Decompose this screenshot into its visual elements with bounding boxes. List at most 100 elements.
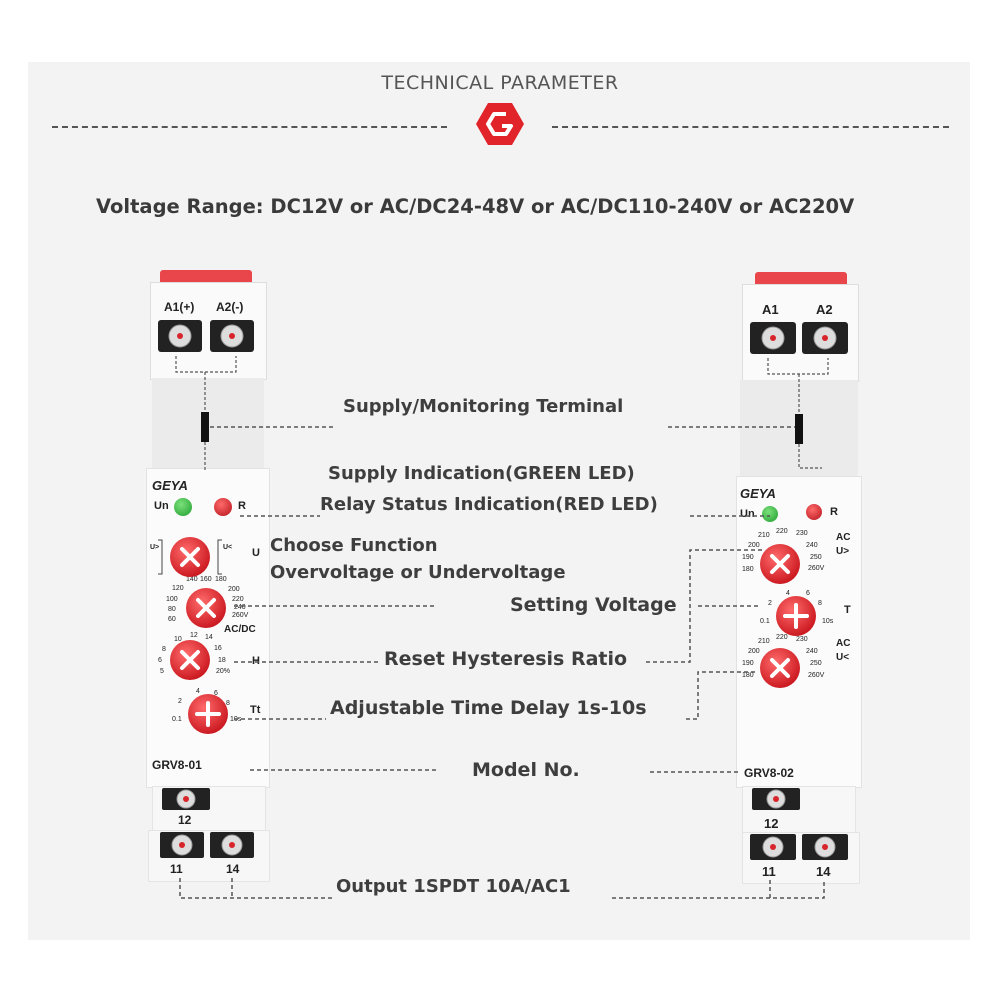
left-dial-h-mark: 8 — [162, 646, 166, 653]
left-terminal-a1-label: A1(+) — [164, 300, 195, 314]
left-dial-t-mark: 10s — [230, 716, 242, 723]
right-terminal-12-label: 12 — [764, 816, 779, 831]
right-dial-t-mark: 4 — [786, 590, 790, 597]
left-dial-t-mark: 2 — [178, 698, 182, 705]
right-dial-t-label: T — [844, 604, 851, 616]
left-dial-u-under-mark: U< — [223, 544, 233, 551]
left-dial-v-mark: 100 — [166, 596, 178, 603]
voltage-range-text: Voltage Range: DC12V or AC/DC24-48V or A… — [96, 195, 855, 218]
left-dial-t-label: Tt — [250, 704, 261, 716]
right-dial-over-label: AC — [836, 532, 851, 543]
right-red-led — [806, 504, 822, 520]
right-model-label: GRV8-02 — [744, 766, 794, 780]
left-terminal-12-label: 12 — [178, 813, 192, 827]
right-terminal-a2-screw — [802, 322, 848, 354]
right-dial-t-mark: 8 — [818, 600, 822, 607]
left-terminal-11-screw — [160, 832, 204, 858]
left-dial-v-mark: 240 — [234, 604, 246, 611]
left-dial-v-mark: 200 — [228, 586, 240, 593]
callout-supply-indication: Supply Indication(GREEN LED) — [328, 463, 635, 484]
callout-model-no: Model No. — [472, 759, 580, 781]
right-front-face — [736, 476, 862, 788]
left-dial-u-label: U — [252, 547, 260, 559]
right-top-cap — [755, 272, 847, 286]
left-terminal-11-label: 11 — [170, 862, 183, 876]
right-terminal-11-label: 11 — [762, 864, 776, 879]
left-red-led — [214, 498, 232, 516]
left-led-r-label: R — [238, 500, 246, 512]
right-led-un-label: Un — [740, 508, 755, 520]
left-dial-h-label: H — [252, 655, 260, 667]
left-dial-h-mark: 5 — [160, 668, 164, 675]
right-dial-under-sub: U< — [836, 652, 850, 663]
left-led-un-label: Un — [154, 500, 169, 512]
left-dial-v-mark: 160 — [200, 576, 212, 583]
left-body-upper — [152, 378, 264, 468]
right-dial-over-mark: 200 — [748, 542, 760, 549]
left-dial-v-mark: 260V — [232, 612, 249, 619]
right-dial-over-mark: 230 — [796, 530, 808, 537]
left-top-cap — [160, 270, 252, 284]
left-dial-h-mark: 14 — [205, 634, 213, 641]
left-dial-v-mark: 80 — [168, 606, 176, 613]
left-terminal-14-label: 14 — [226, 862, 240, 876]
right-dial-t-mark: 6 — [806, 590, 810, 597]
callout-setting-voltage: Setting Voltage — [510, 594, 677, 616]
left-dial-v-mark: 60 — [168, 616, 176, 623]
right-terminal-14-screw — [802, 834, 848, 860]
left-dial-v-label: AC/DC — [224, 624, 256, 635]
right-dial-over-mark: 210 — [758, 532, 770, 539]
callout-relay-status: Relay Status Indication(RED LED) — [320, 494, 658, 515]
right-terminal-a1-label: A1 — [762, 302, 779, 317]
right-terminal-14-label: 14 — [816, 864, 831, 879]
left-dial-h-mark: 20% — [216, 668, 231, 675]
left-dial-v-mark: 140 — [186, 576, 198, 583]
left-dial-u-over-mark: U> — [150, 544, 160, 551]
left-green-led — [174, 498, 192, 516]
header-divider-left — [52, 126, 447, 128]
right-dial-under-mark: 240 — [806, 648, 818, 655]
right-dial-under-mark: 180 — [742, 672, 754, 679]
left-dial-h-mark: 6 — [158, 657, 162, 664]
right-body-upper — [740, 380, 858, 476]
left-terminal-14-screw — [210, 832, 254, 858]
left-dial-h-mark: 18 — [218, 657, 226, 664]
right-dial-under-mark: 220 — [776, 634, 788, 641]
left-dial-t-mark: 6 — [214, 690, 218, 697]
left-terminal-a2-screw — [210, 320, 254, 352]
right-green-led — [762, 506, 778, 522]
right-dial-over-mark: 250 — [810, 554, 822, 561]
page-title: TECHNICAL PARAMETER — [381, 72, 619, 94]
right-dial-under-mark: 230 — [796, 636, 808, 643]
callout-choose-function: Choose Function — [270, 535, 438, 556]
callout-time-delay: Adjustable Time Delay 1s-10s — [330, 697, 647, 719]
right-dial-over-mark: 260V — [808, 565, 825, 572]
right-terminal-12-screw — [752, 788, 800, 810]
left-dial-v-mark: 120 — [172, 585, 184, 592]
right-brand-logo: GEYA — [740, 486, 776, 501]
left-dial-v-mark: 220 — [232, 596, 244, 603]
right-dial-under-mark: 250 — [810, 660, 822, 667]
callout-reset-hysteresis: Reset Hysteresis Ratio — [384, 648, 628, 670]
left-dial-h-mark: 12 — [190, 632, 198, 639]
right-led-r-label: R — [830, 506, 838, 518]
right-dial-t-mark: 0.1 — [760, 618, 770, 625]
right-dial-t-mark: 10s — [822, 618, 834, 625]
left-front-face — [146, 468, 270, 788]
callout-output: Output 1SPDT 10A/AC1 — [336, 876, 571, 897]
right-terminal-a2-label: A2 — [816, 302, 833, 317]
right-terminal-a1-screw — [750, 322, 796, 354]
left-terminal-a1-screw — [158, 320, 202, 352]
left-dial-v-mark: 180 — [215, 576, 227, 583]
right-dial-under-mark: 260V — [808, 672, 825, 679]
right-dial-t-mark: 2 — [768, 600, 772, 607]
left-dial-t-mark: 8 — [226, 700, 230, 707]
right-dial-under-mark: 200 — [748, 648, 760, 655]
right-dial-over-mark: 190 — [742, 554, 754, 561]
header-divider-right — [552, 126, 949, 128]
left-dial-t-mark: 0.1 — [172, 716, 182, 723]
right-dial-over-mark: 220 — [776, 528, 788, 535]
left-brand-logo: GEYA — [152, 478, 188, 493]
callout-supply-terminal: Supply/Monitoring Terminal — [343, 396, 624, 417]
right-dial-over-mark: 180 — [742, 566, 754, 573]
